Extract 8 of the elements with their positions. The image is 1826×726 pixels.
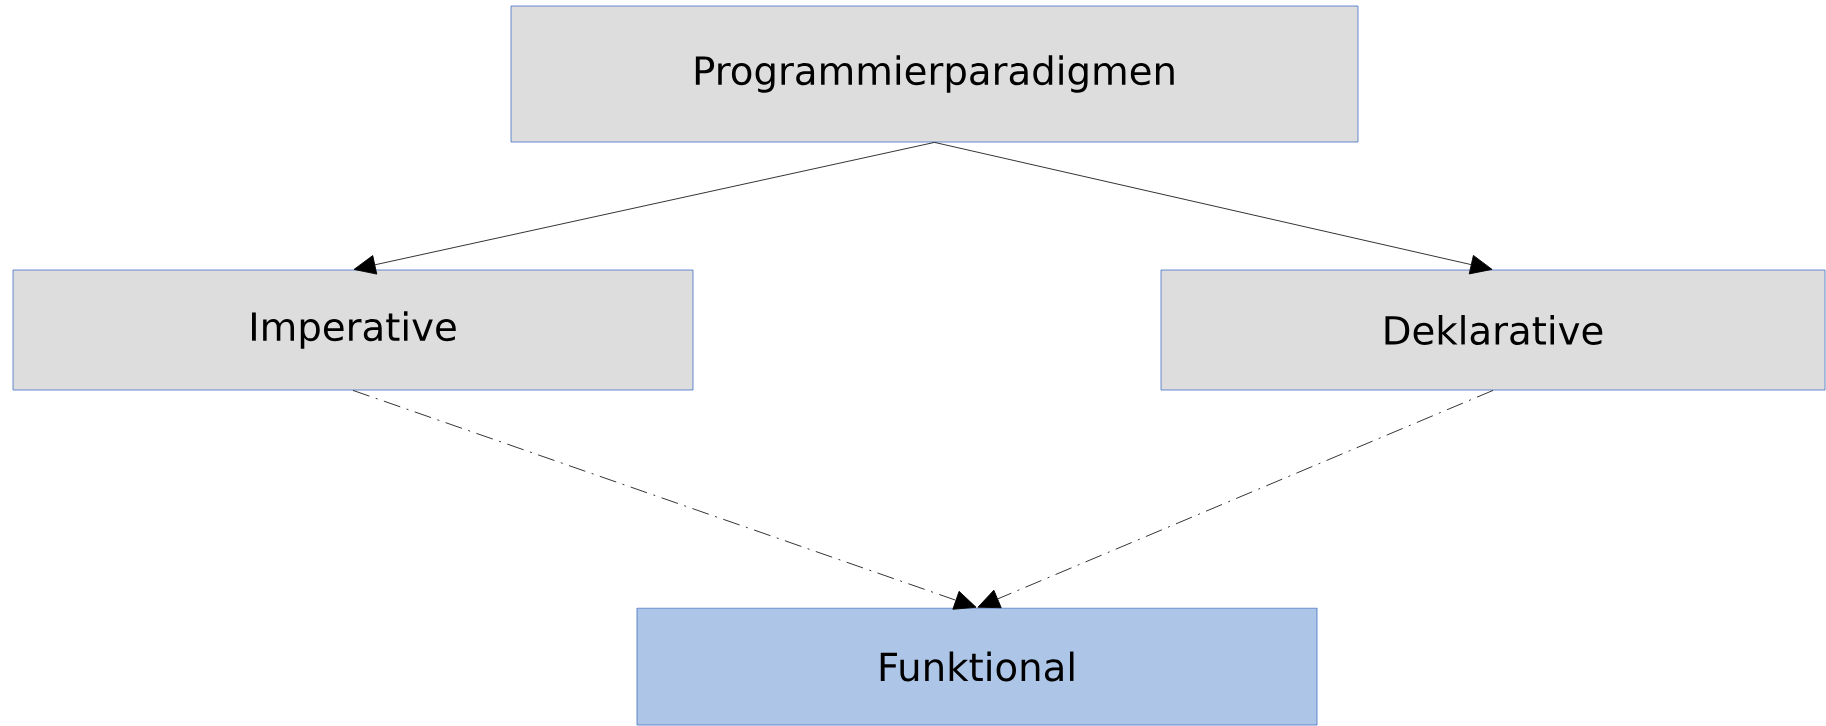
process-box: Programmierparadigmen bbox=[510, 5, 1359, 143]
process-box: Deklarative bbox=[1160, 269, 1826, 391]
arrow bbox=[352, 390, 977, 610]
arrow bbox=[977, 390, 1494, 609]
arrow bbox=[353, 142, 935, 275]
arrow bbox=[934, 142, 1493, 275]
process-box: Funktional bbox=[636, 607, 1318, 726]
process-box: Imperative bbox=[12, 269, 694, 391]
